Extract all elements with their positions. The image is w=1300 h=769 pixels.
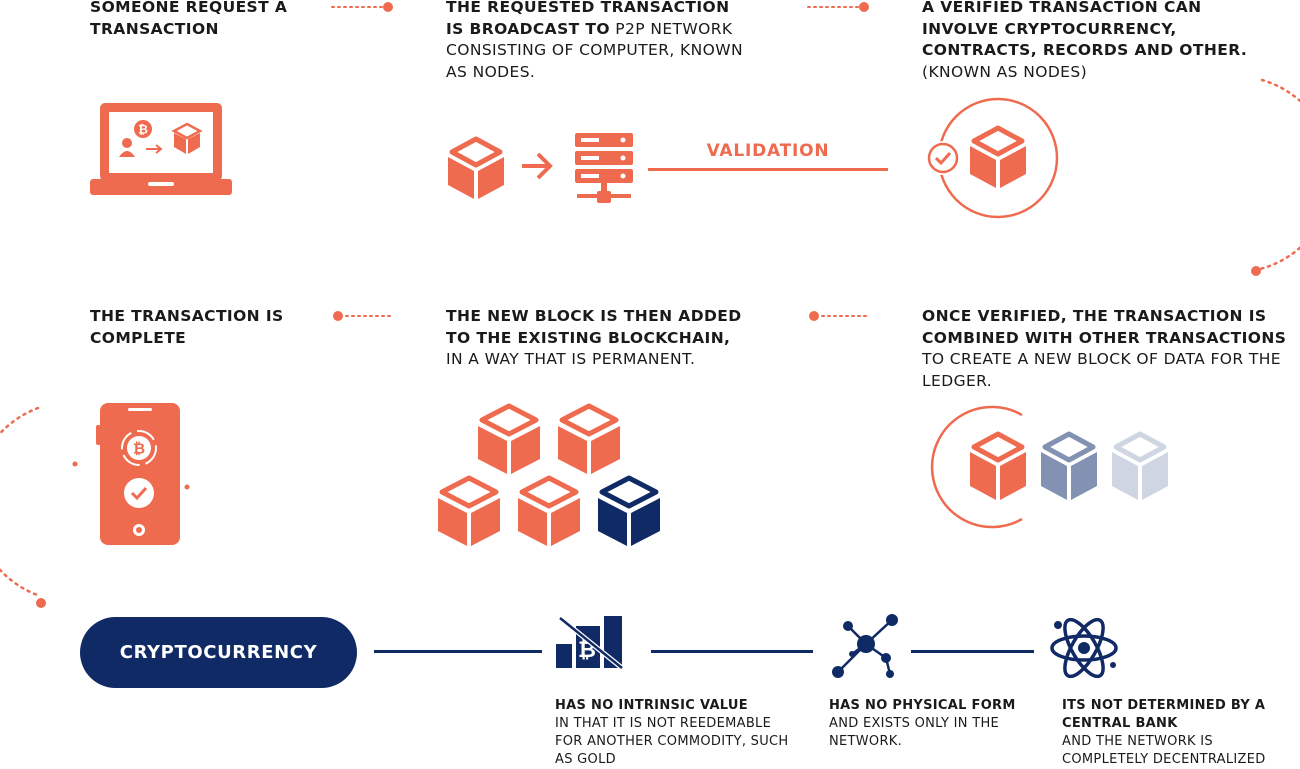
step-1-title: SOMEONE REQUEST A TRANSACTION [90,0,288,38]
cryptocurrency-pill: CRYPTOCURRENCY [80,617,357,688]
phone-bitcoin-icon: ₿ [72,403,190,545]
cube-icon [448,136,504,199]
step-3-title: A VERIFIED TRANSACTION CAN INVOLVE CRYPT… [922,0,1248,59]
connector-5-4 [333,311,395,321]
network-nodes-icon [832,614,898,678]
feature-2-text: HAS NO PHYSICAL FORM AND EXISTS ONLY IN … [829,697,1034,751]
laptop-icon: ₿ [90,103,232,195]
crypto-line-2 [651,650,813,653]
step-5-title: THE NEW BLOCK IS THEN ADDED TO THE EXIST… [446,307,742,347]
new-block-cubes-icon [930,405,1168,529]
step-6-text: ONCE VERIFIED, THE TRANSACTION IS COMBIN… [922,306,1300,392]
step-1-text: SOMEONE REQUEST A TRANSACTION [90,0,310,40]
feature-3-body: AND THE NETWORK IS COMPLETELY DECENTRALI… [1062,734,1266,767]
feature-1-body: IN THAT IT IS NOT REEDEMABLE FOR ANOTHER… [555,716,789,767]
arc-right [1251,78,1300,276]
verified-cube-icon [926,97,1059,219]
connector-2-3 [807,2,869,12]
connector-6-5 [809,311,871,321]
step-2-text: THE REQUESTED TRANSACTION IS BROADCAST T… [446,0,746,83]
step-2-body: P2P NETWORK CONSISTING OF COMPUTER, KNOW… [446,19,743,81]
step-6-body: TO CREATE A NEW BLOCK OF DATA FOR THE LE… [922,350,1282,390]
step-4-text: THE TRANSACTION IS COMPLETE [90,306,300,349]
no-value-chart-icon: ₿ [556,616,624,670]
connector-1-2 [331,2,393,12]
step-6-title: ONCE VERIFIED, THE TRANSACTION IS COMBIN… [922,307,1287,347]
arrow-right-icon [522,152,553,180]
step-5-text: THE NEW BLOCK IS THEN ADDED TO THE EXIST… [446,306,746,371]
feature-2-title: HAS NO PHYSICAL FORM [829,698,1016,713]
feature-1-text: HAS NO INTRINSIC VALUE IN THAT IT IS NOT… [555,697,795,769]
step-5-body: IN A WAY THAT IS PERMANENT. [446,350,696,368]
validation-label: VALIDATION [706,141,830,161]
svg-text:₿: ₿ [138,123,148,137]
feature-3-title: ITS NOT DETERMINED BY A CENTRAL BANK [1062,698,1266,731]
arc-left [0,406,46,608]
feature-1-title: HAS NO INTRINSIC VALUE [555,698,748,713]
step-3-body: (KNOWN AS NODES) [922,62,1088,81]
validation-line [648,168,888,171]
server-icon [575,133,633,203]
step-3-text: A VERIFIED TRANSACTION CAN INVOLVE CRYPT… [922,0,1262,83]
crypto-line-3 [911,650,1034,653]
feature-2-body: AND EXISTS ONLY IN THE NETWORK. [829,716,1000,749]
blockchain-cubes-icon [436,402,666,552]
atom-icon [1050,617,1118,679]
feature-3-text: ITS NOT DETERMINED BY A CENTRAL BANK AND… [1062,697,1292,769]
crypto-line-1 [374,650,542,653]
svg-text:₿: ₿ [133,440,145,458]
step-4-title: THE TRANSACTION IS COMPLETE [90,307,284,347]
step-2-title: THE REQUESTED TRANSACTION IS BROADCAST T… [446,0,730,38]
